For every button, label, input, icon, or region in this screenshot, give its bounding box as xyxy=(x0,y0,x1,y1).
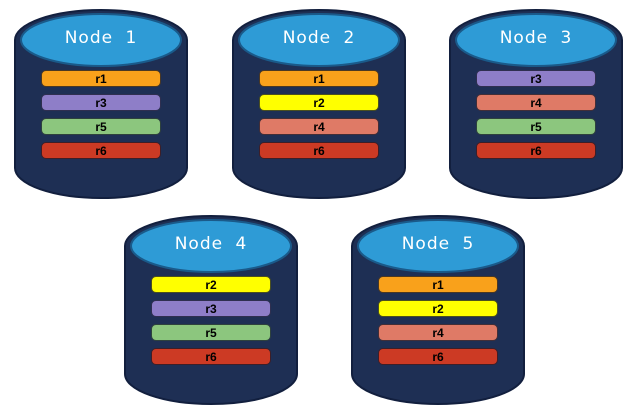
replica-label: r6 xyxy=(313,143,325,158)
replica-bar: r6 xyxy=(259,142,379,159)
replica-list: r1 r2 r4 r6 xyxy=(378,276,498,372)
node-4: Node 4 r2 r3 r5 r6 xyxy=(122,214,300,408)
replica-label: r6 xyxy=(205,349,217,364)
replica-list: r1 r2 r4 r6 xyxy=(259,70,379,166)
replica-bar: r3 xyxy=(41,94,161,111)
replica-bar: r5 xyxy=(476,118,596,135)
replica-list: r3 r4 r5 r6 xyxy=(476,70,596,166)
node-title: Node 4 xyxy=(174,234,248,254)
replica-label: r3 xyxy=(530,71,542,86)
replica-bar: r2 xyxy=(151,276,271,293)
node-title: Node 3 xyxy=(499,28,573,48)
replica-label: r3 xyxy=(95,95,107,110)
node-title: Node 2 xyxy=(282,28,356,48)
replica-label: r5 xyxy=(95,119,107,134)
replica-bar: r3 xyxy=(151,300,271,317)
replica-bar: r1 xyxy=(378,276,498,293)
node-1: Node 1 r1 r3 r5 r6 xyxy=(12,8,190,202)
replica-label: r6 xyxy=(95,143,107,158)
replica-label: r1 xyxy=(432,277,444,292)
replica-bar: r2 xyxy=(378,300,498,317)
replica-list: r1 r3 r5 r6 xyxy=(41,70,161,166)
replica-label: r6 xyxy=(432,349,444,364)
node-5: Node 5 r1 r2 r4 r6 xyxy=(349,214,527,408)
node-title: Node 1 xyxy=(64,28,138,48)
replica-bar: r4 xyxy=(259,118,379,135)
node-2: Node 2 r1 r2 r4 r6 xyxy=(230,8,408,202)
replica-label: r5 xyxy=(530,119,542,134)
replica-label: r4 xyxy=(530,95,542,110)
replica-label: r4 xyxy=(313,119,325,134)
replica-label: r3 xyxy=(205,301,217,316)
replica-label: r2 xyxy=(205,277,217,292)
replica-label: r2 xyxy=(432,301,444,316)
replica-bar: r6 xyxy=(476,142,596,159)
replica-bar: r5 xyxy=(151,324,271,341)
replica-bar: r1 xyxy=(259,70,379,87)
replica-list: r2 r3 r5 r6 xyxy=(151,276,271,372)
replica-label: r5 xyxy=(205,325,217,340)
replica-bar: r4 xyxy=(476,94,596,111)
replica-bar: r5 xyxy=(41,118,161,135)
node-3: Node 3 r3 r4 r5 r6 xyxy=(447,8,625,202)
replica-bar: r6 xyxy=(378,348,498,365)
replica-bar: r6 xyxy=(41,142,161,159)
replica-bar: r2 xyxy=(259,94,379,111)
replica-bar: r4 xyxy=(378,324,498,341)
replica-bar: r1 xyxy=(41,70,161,87)
replica-bar: r6 xyxy=(151,348,271,365)
replica-label: r6 xyxy=(530,143,542,158)
replica-label: r1 xyxy=(95,71,107,86)
replica-label: r1 xyxy=(313,71,325,86)
replica-bar: r3 xyxy=(476,70,596,87)
replica-label: r2 xyxy=(313,95,325,110)
replica-label: r4 xyxy=(432,325,444,340)
node-title: Node 5 xyxy=(401,234,475,254)
